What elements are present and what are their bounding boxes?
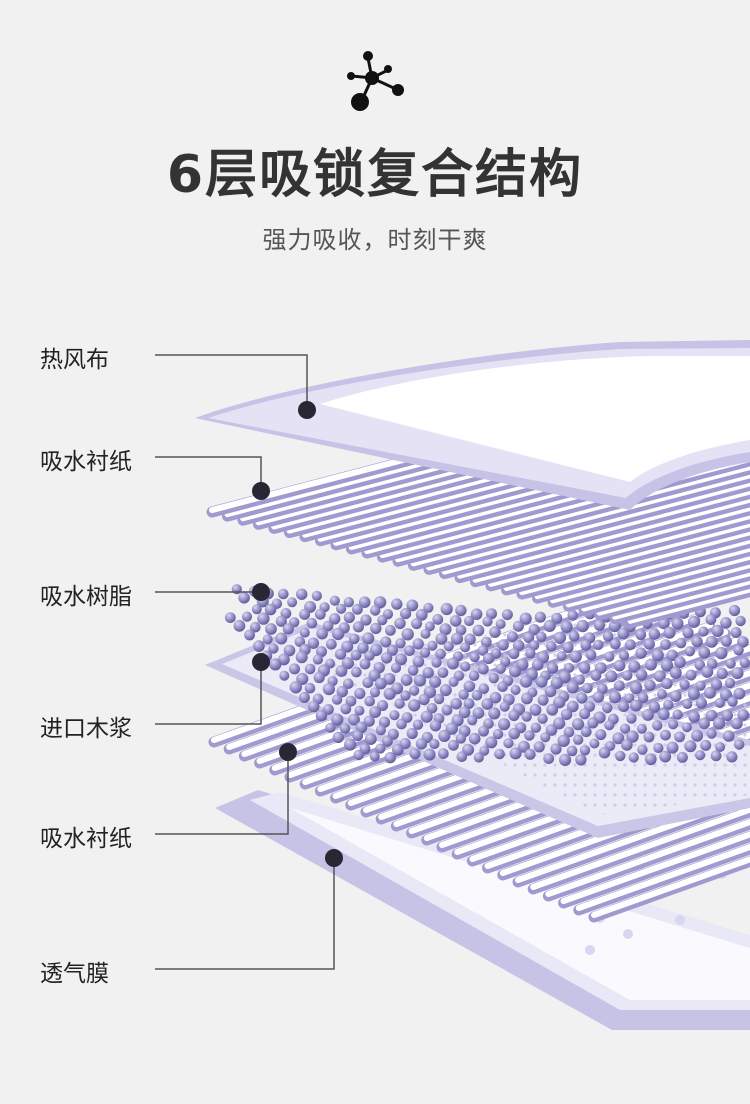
layer-label-2: 吸水衬纸 bbox=[40, 449, 132, 475]
layer-label-1: 热风布 bbox=[40, 347, 109, 373]
layer-hot-air-cloth bbox=[195, 340, 750, 510]
callout-dot bbox=[252, 653, 270, 671]
callout-dot bbox=[252, 583, 270, 601]
layer-label-6: 透气膜 bbox=[40, 961, 109, 987]
callout-dot bbox=[279, 743, 297, 761]
layer-label-3: 吸水树脂 bbox=[40, 584, 132, 610]
callout-dot bbox=[252, 482, 270, 500]
callout-dot bbox=[325, 849, 343, 867]
callout-dot bbox=[298, 401, 316, 419]
page-title: 6层吸锁复合结构 bbox=[166, 145, 584, 205]
layer-label-4: 进口木浆 bbox=[40, 716, 132, 742]
molecule-icon bbox=[347, 51, 404, 111]
layer-breathable-film bbox=[215, 790, 750, 1030]
page-subtitle: 强力吸收，时刻干爽 bbox=[262, 226, 488, 254]
layer-label-5: 吸水衬纸 bbox=[40, 826, 132, 852]
